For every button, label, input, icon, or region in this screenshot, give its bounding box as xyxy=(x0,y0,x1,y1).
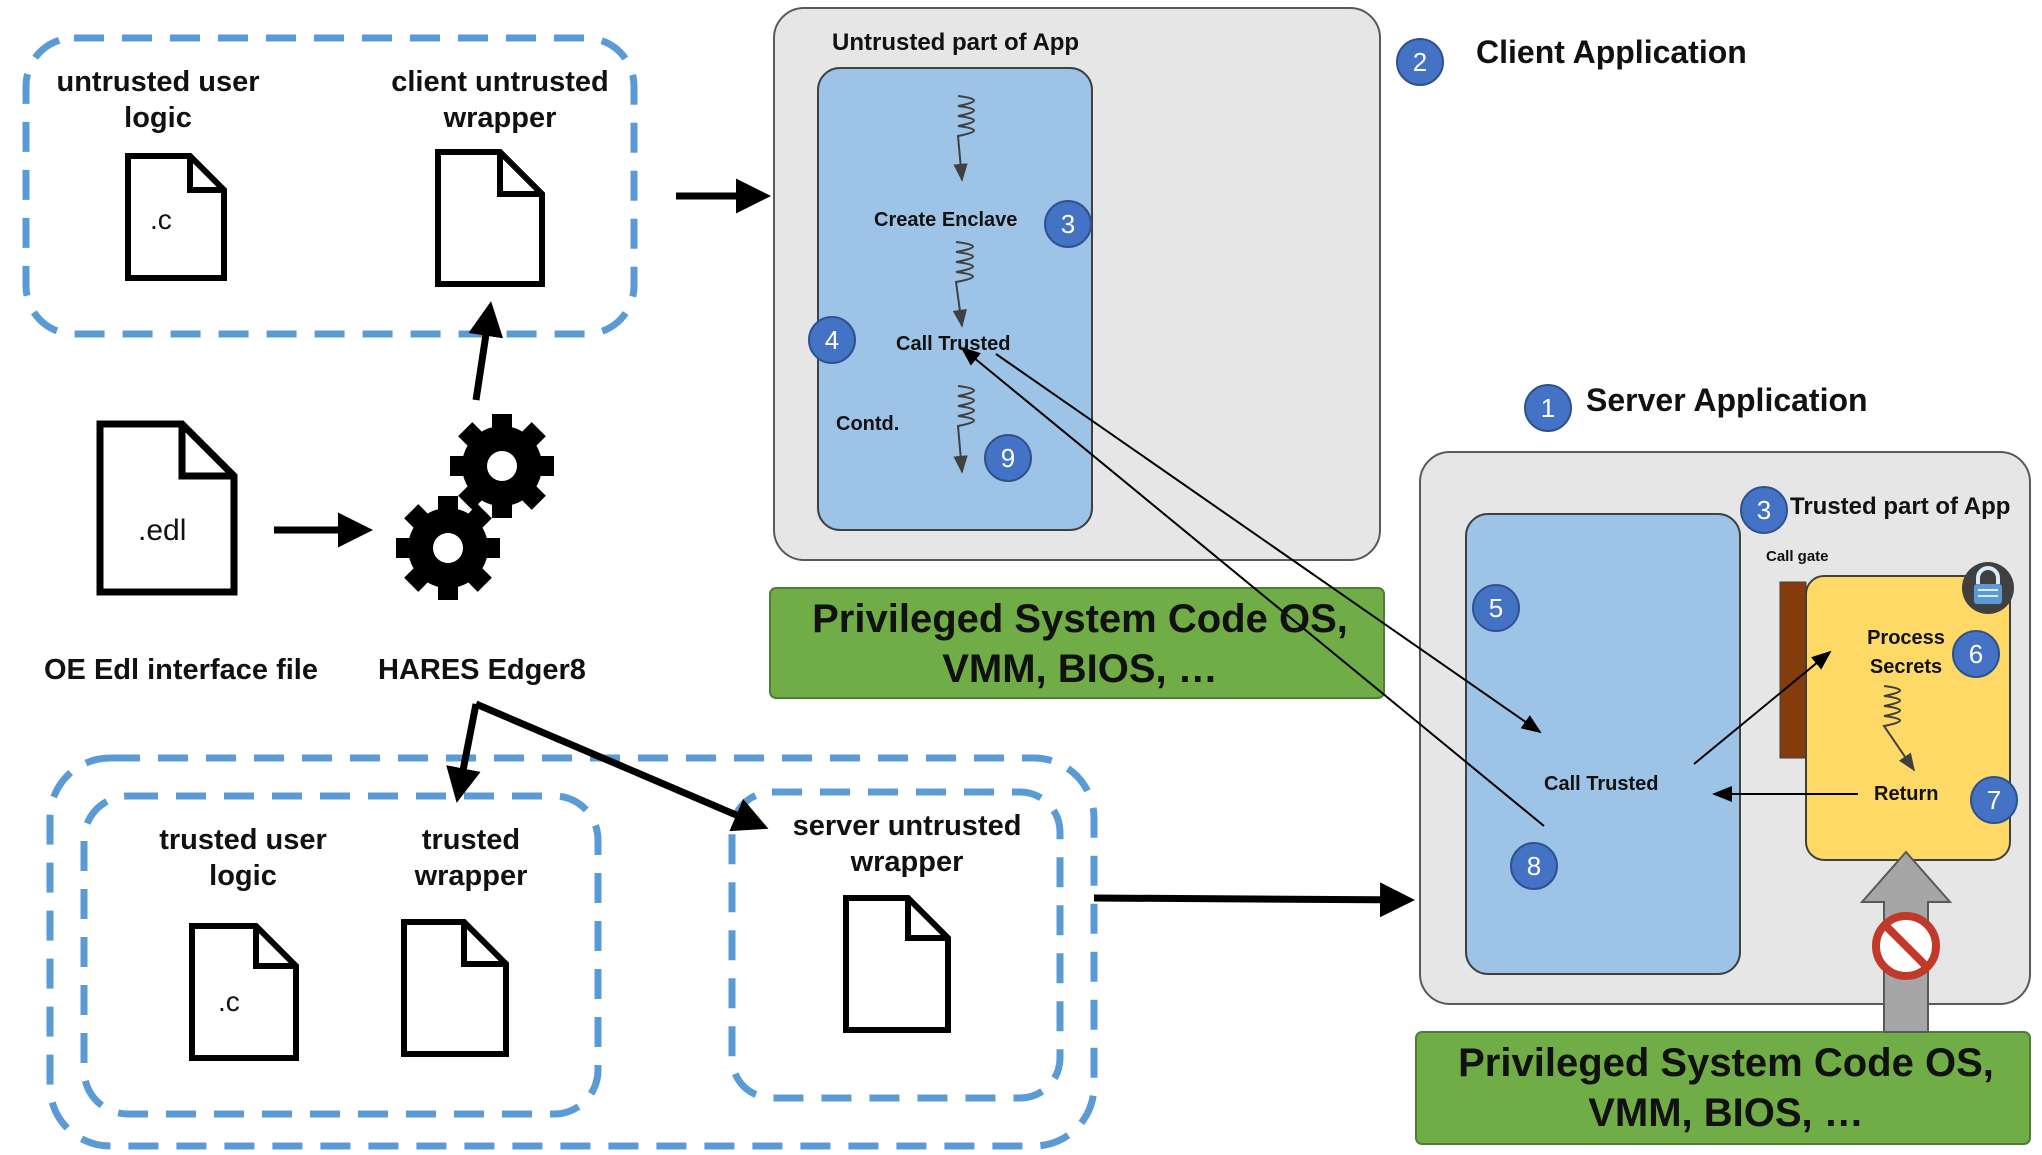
server-privileged-bar xyxy=(1415,1031,2031,1145)
lock-icon xyxy=(1962,562,2014,614)
contd-label: Contd. xyxy=(836,413,900,435)
step-4-badge: 4 xyxy=(808,316,856,364)
file-ext-edl: .edl xyxy=(138,514,187,547)
file-icon-client-wrapper xyxy=(435,149,545,287)
file-ext-c-bottom: .c xyxy=(218,986,240,1017)
gears-icon xyxy=(396,414,554,600)
step-5-badge: 5 xyxy=(1472,584,1520,632)
server-app-badge: 1 xyxy=(1524,384,1572,432)
server-enclave-blue xyxy=(1465,513,1741,975)
file-icon-server-wrapper xyxy=(843,895,951,1033)
trusted-part-badge: 3 xyxy=(1740,486,1788,534)
file-ext-c-top: .c xyxy=(150,204,172,235)
arrow-edger-to-server-wrapper xyxy=(474,700,769,832)
file-icon-trusted-logic xyxy=(189,923,299,1061)
trusted-dashed-group xyxy=(80,792,602,1118)
server-wrapper-dashed-group xyxy=(728,788,1064,1102)
client-app-title: Client Application xyxy=(1476,34,1747,70)
no-entry-icon xyxy=(1872,912,1940,980)
arrow-edger-to-trusted-wrapper xyxy=(446,703,481,803)
client-untrusted-enclave xyxy=(817,67,1093,531)
file-icon-trusted-wrapper xyxy=(401,919,509,1057)
untrusted-part-label: Untrusted part of App xyxy=(832,29,1080,56)
arrow-to-process-secrets xyxy=(1693,650,1832,765)
trusted-part-label: Trusted part of App xyxy=(1790,493,2011,520)
untrusted-user-logic-label: untrusted user logic xyxy=(56,66,260,135)
trusted-user-logic-label: trusted user logic xyxy=(159,824,327,893)
client-call-trusted-label: Call Trusted xyxy=(896,333,1011,355)
top-dashed-group xyxy=(22,34,638,338)
step-6-badge: 6 xyxy=(1952,630,2000,678)
arrow-call-to-server xyxy=(995,353,1542,734)
server-app-title: Server Application xyxy=(1586,382,1868,418)
edger-caption: HARES Edger8 xyxy=(378,654,586,686)
call-gate-label: Call gate xyxy=(1766,548,1829,565)
arrow-server-return-to-client xyxy=(960,346,1545,827)
bottom-outer-dashed-group xyxy=(46,754,1098,1150)
thread-squiggle-2 xyxy=(952,241,974,328)
trusted-wrapper-label: trusted wrapper xyxy=(414,824,528,893)
create-enclave-label: Create Enclave xyxy=(874,209,1018,231)
file-icon-edl xyxy=(96,420,238,596)
arrow-edger-to-client-wrapper xyxy=(468,301,504,401)
server-call-trusted-label: Call Trusted xyxy=(1544,773,1659,795)
client-untrusted-wrapper-label: client untrusted wrapper xyxy=(391,66,609,135)
client-privileged-label: Privileged System Code OS, VMM, BIOS, … xyxy=(812,597,1348,691)
client-privileged-bar xyxy=(769,587,1385,699)
edl-caption: OE Edl interface file xyxy=(44,654,318,686)
return-label: Return xyxy=(1874,783,1939,805)
call-gate-bar xyxy=(1779,581,1807,759)
thread-squiggle-4 xyxy=(1882,685,1916,772)
process-secrets-label: Process Secrets xyxy=(1867,627,1945,678)
thread-squiggle-1 xyxy=(953,95,975,182)
arrow-bottom-group-to-server xyxy=(1093,882,1415,918)
server-privileged-label: Privileged System Code OS, VMM, BIOS, … xyxy=(1458,1041,1994,1135)
client-app-badge: 2 xyxy=(1396,38,1444,86)
step-8-badge: 8 xyxy=(1510,842,1558,890)
thread-squiggle-3 xyxy=(953,385,975,474)
server-untrusted-wrapper-label: server untrusted wrapper xyxy=(792,810,1022,879)
step-3-client-badge: 3 xyxy=(1044,200,1092,248)
step-7-badge: 7 xyxy=(1970,776,2018,824)
file-icon-untrusted-logic xyxy=(125,153,227,281)
step-9-badge: 9 xyxy=(984,434,1032,482)
